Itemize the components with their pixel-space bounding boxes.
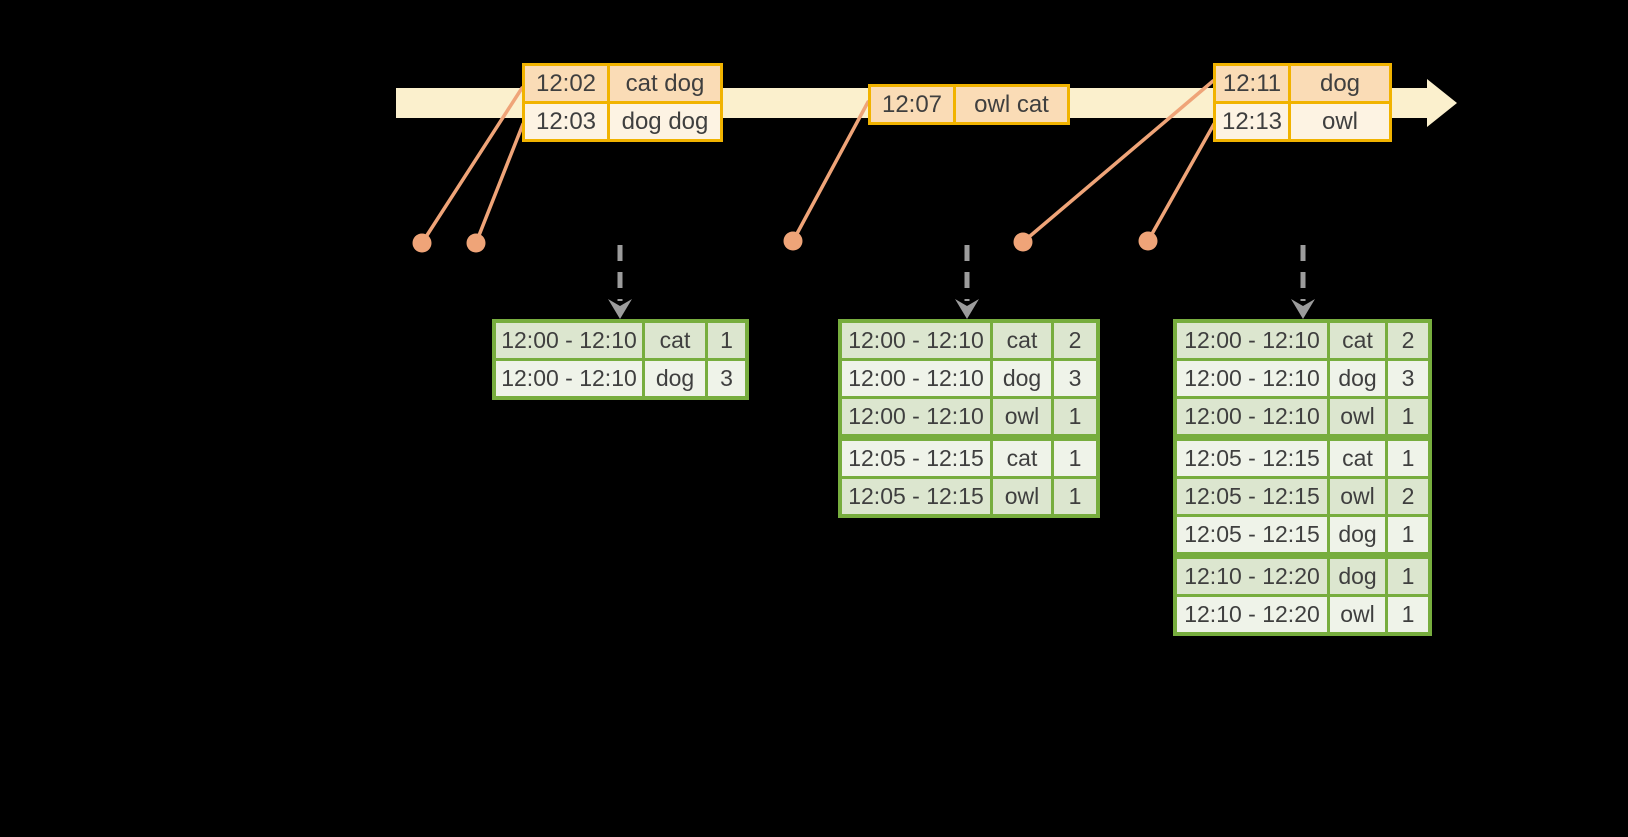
event-table-2: 12:07 owl cat xyxy=(868,84,1070,125)
word-cell: dog xyxy=(990,361,1051,396)
count-cell: 1 xyxy=(705,323,745,358)
window-cell: 12:05 - 12:15 xyxy=(1177,479,1327,514)
result-row: 12:10 - 12:20 dog 1 xyxy=(1177,552,1428,594)
event-words-cell: owl xyxy=(1288,104,1389,139)
word-cell: dog xyxy=(1327,361,1385,396)
count-cell: 3 xyxy=(705,361,745,396)
count-cell: 2 xyxy=(1385,323,1428,358)
result-table-3: 12:00 - 12:10 cat 2 12:00 - 12:10 dog 3 … xyxy=(1173,319,1432,636)
event-words-cell: owl cat xyxy=(953,87,1067,122)
result-table-2: 12:00 - 12:10 cat 2 12:00 - 12:10 dog 3 … xyxy=(838,319,1100,518)
event-row: 12:13 owl xyxy=(1216,101,1389,139)
word-cell: owl xyxy=(1327,597,1385,632)
count-cell: 1 xyxy=(1051,441,1096,476)
event-words-cell: cat dog xyxy=(607,66,720,101)
count-cell: 1 xyxy=(1385,597,1428,632)
result-row: 12:05 - 12:15 cat 1 xyxy=(1177,434,1428,476)
word-cell: owl xyxy=(1327,479,1385,514)
result-row: 12:00 - 12:10 cat 2 xyxy=(842,323,1096,358)
count-cell: 1 xyxy=(1385,517,1428,552)
word-cell: dog xyxy=(1327,559,1385,594)
result-row: 12:00 - 12:10 dog 3 xyxy=(496,358,745,396)
count-cell: 1 xyxy=(1385,399,1428,434)
count-cell: 1 xyxy=(1385,559,1428,594)
event-row: 12:03 dog dog xyxy=(525,101,720,139)
event-connector-line xyxy=(1146,122,1216,243)
event-dot xyxy=(1013,232,1033,252)
event-table-1: 12:02 cat dog 12:03 dog dog xyxy=(522,63,723,142)
count-cell: 1 xyxy=(1051,479,1096,514)
word-cell: cat xyxy=(642,323,705,358)
timeline-arrowhead-icon xyxy=(1427,79,1457,127)
word-cell: cat xyxy=(990,441,1051,476)
window-cell: 12:05 - 12:15 xyxy=(842,441,990,476)
result-row: 12:00 - 12:10 dog 3 xyxy=(1177,358,1428,396)
window-cell: 12:00 - 12:10 xyxy=(496,361,642,396)
window-cell: 12:00 - 12:10 xyxy=(1177,323,1327,358)
result-row: 12:05 - 12:15 cat 1 xyxy=(842,434,1096,476)
word-cell: dog xyxy=(1327,517,1385,552)
event-row: 12:11 dog xyxy=(1216,66,1389,101)
result-row: 12:00 - 12:10 dog 3 xyxy=(842,358,1096,396)
event-connector-line xyxy=(791,100,870,243)
event-time-cell: 12:13 xyxy=(1216,104,1288,139)
trigger-arrowhead-icon xyxy=(608,299,632,319)
result-row: 12:00 - 12:10 owl 1 xyxy=(842,396,1096,434)
window-cell: 12:00 - 12:10 xyxy=(496,323,642,358)
result-row: 12:05 - 12:15 owl 1 xyxy=(842,476,1096,514)
window-cell: 12:10 - 12:20 xyxy=(1177,597,1327,632)
result-row: 12:00 - 12:10 cat 1 xyxy=(496,323,745,358)
event-dot xyxy=(412,233,432,253)
result-table-1: 12:00 - 12:10 cat 1 12:00 - 12:10 dog 3 xyxy=(492,319,749,400)
count-cell: 1 xyxy=(1051,399,1096,434)
window-cell: 12:05 - 12:15 xyxy=(1177,517,1327,552)
result-row: 12:05 - 12:15 owl 2 xyxy=(1177,476,1428,514)
word-cell: owl xyxy=(1327,399,1385,434)
word-cell: owl xyxy=(990,479,1051,514)
event-row: 12:07 owl cat xyxy=(871,87,1067,122)
window-cell: 12:00 - 12:10 xyxy=(842,361,990,396)
event-words-cell: dog dog xyxy=(607,104,720,139)
word-cell: cat xyxy=(1327,323,1385,358)
event-time-cell: 12:07 xyxy=(871,87,953,122)
event-connector-line xyxy=(420,86,524,245)
count-cell: 3 xyxy=(1385,361,1428,396)
event-dot xyxy=(1138,231,1158,251)
word-cell: cat xyxy=(990,323,1051,358)
window-cell: 12:00 - 12:10 xyxy=(1177,399,1327,434)
count-cell: 1 xyxy=(1385,441,1428,476)
window-cell: 12:05 - 12:15 xyxy=(1177,441,1327,476)
word-cell: dog xyxy=(642,361,705,396)
event-time-cell: 12:11 xyxy=(1216,66,1288,101)
event-time-cell: 12:03 xyxy=(525,104,607,139)
window-cell: 12:00 - 12:10 xyxy=(842,323,990,358)
count-cell: 3 xyxy=(1051,361,1096,396)
event-words-cell: dog xyxy=(1288,66,1389,101)
count-cell: 2 xyxy=(1385,479,1428,514)
event-row: 12:02 cat dog xyxy=(525,66,720,101)
result-row: 12:05 - 12:15 dog 1 xyxy=(1177,514,1428,552)
event-connector-line xyxy=(474,122,525,245)
window-cell: 12:10 - 12:20 xyxy=(1177,559,1327,594)
event-dot xyxy=(466,233,486,253)
event-table-3: 12:11 dog 12:13 owl xyxy=(1213,63,1392,142)
trigger-arrowhead-icon xyxy=(955,299,979,319)
window-cell: 12:00 - 12:10 xyxy=(1177,361,1327,396)
window-cell: 12:05 - 12:15 xyxy=(842,479,990,514)
event-time-cell: 12:02 xyxy=(525,66,607,101)
trigger-arrowhead-icon xyxy=(1291,299,1315,319)
result-row: 12:00 - 12:10 cat 2 xyxy=(1177,323,1428,358)
event-connector-line xyxy=(1021,79,1215,244)
word-cell: owl xyxy=(990,399,1051,434)
word-cell: cat xyxy=(1327,441,1385,476)
result-row: 12:10 - 12:20 owl 1 xyxy=(1177,594,1428,632)
window-cell: 12:00 - 12:10 xyxy=(842,399,990,434)
result-row: 12:00 - 12:10 owl 1 xyxy=(1177,396,1428,434)
event-dot xyxy=(783,231,803,251)
count-cell: 2 xyxy=(1051,323,1096,358)
